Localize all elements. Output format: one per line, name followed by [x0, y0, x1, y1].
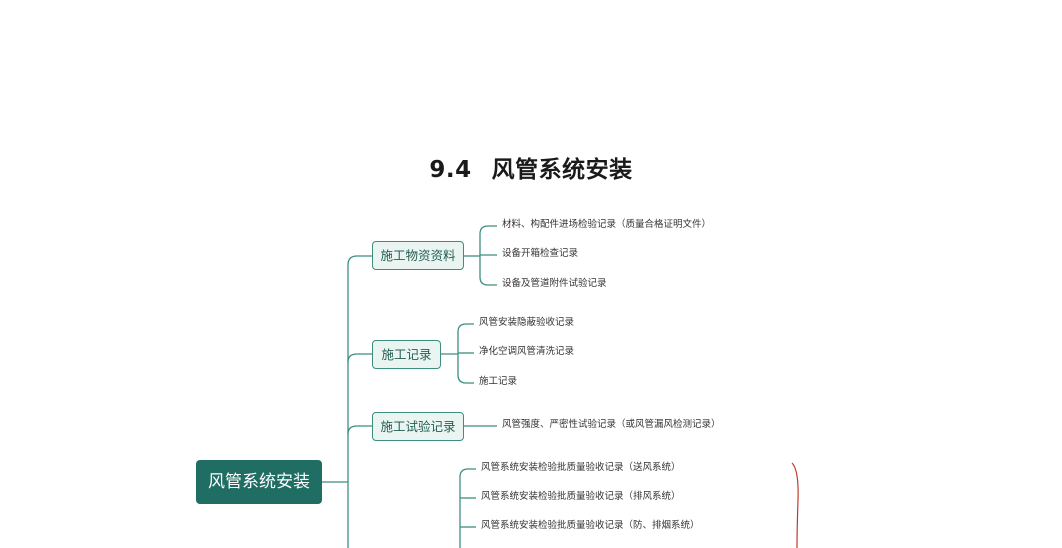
- leaf-materials-3: 设备及管道附件试验记录: [502, 278, 607, 289]
- branch-node-tests: 施工试验记录: [372, 412, 464, 441]
- trunk-to-branch-2: [348, 354, 372, 362]
- red-annotation-bracket: [792, 463, 798, 548]
- branch-node-materials: 施工物资资料: [372, 241, 464, 270]
- trunk-line: [348, 256, 372, 548]
- section-number: 9.4: [429, 157, 472, 183]
- leaf-materials-2: 设备开箱检查记录: [502, 248, 579, 259]
- leaf-tests-1: 风管强度、严密性试验记录（或风管漏风检测记录）: [502, 419, 721, 430]
- leaf-records-1: 风管安装隐蔽验收记录: [479, 317, 575, 328]
- branch-4-leaf-bracket: [460, 469, 476, 548]
- leaf-acceptance-2: 风管系统安装检验批质量验收记录（排风系统）: [481, 491, 681, 502]
- root-node: 风管系统安装: [196, 460, 322, 504]
- leaf-acceptance-1: 风管系统安装检验批质量验收记录（送风系统）: [481, 462, 681, 473]
- page-title: 9.4 风管系统安装: [0, 150, 1062, 184]
- leaf-records-2: 净化空调风管清洗记录: [479, 346, 575, 357]
- leaf-materials-1: 材料、构配件进场检验记录（质量合格证明文件）: [502, 219, 712, 230]
- branch-node-records: 施工记录: [372, 340, 441, 369]
- leaf-acceptance-3: 风管系统安装检验批质量验收记录（防、排烟系统）: [481, 520, 700, 531]
- section-title: 风管系统安装: [491, 157, 633, 183]
- leaf-records-3: 施工记录: [479, 376, 518, 387]
- trunk-to-branch-3: [348, 426, 372, 434]
